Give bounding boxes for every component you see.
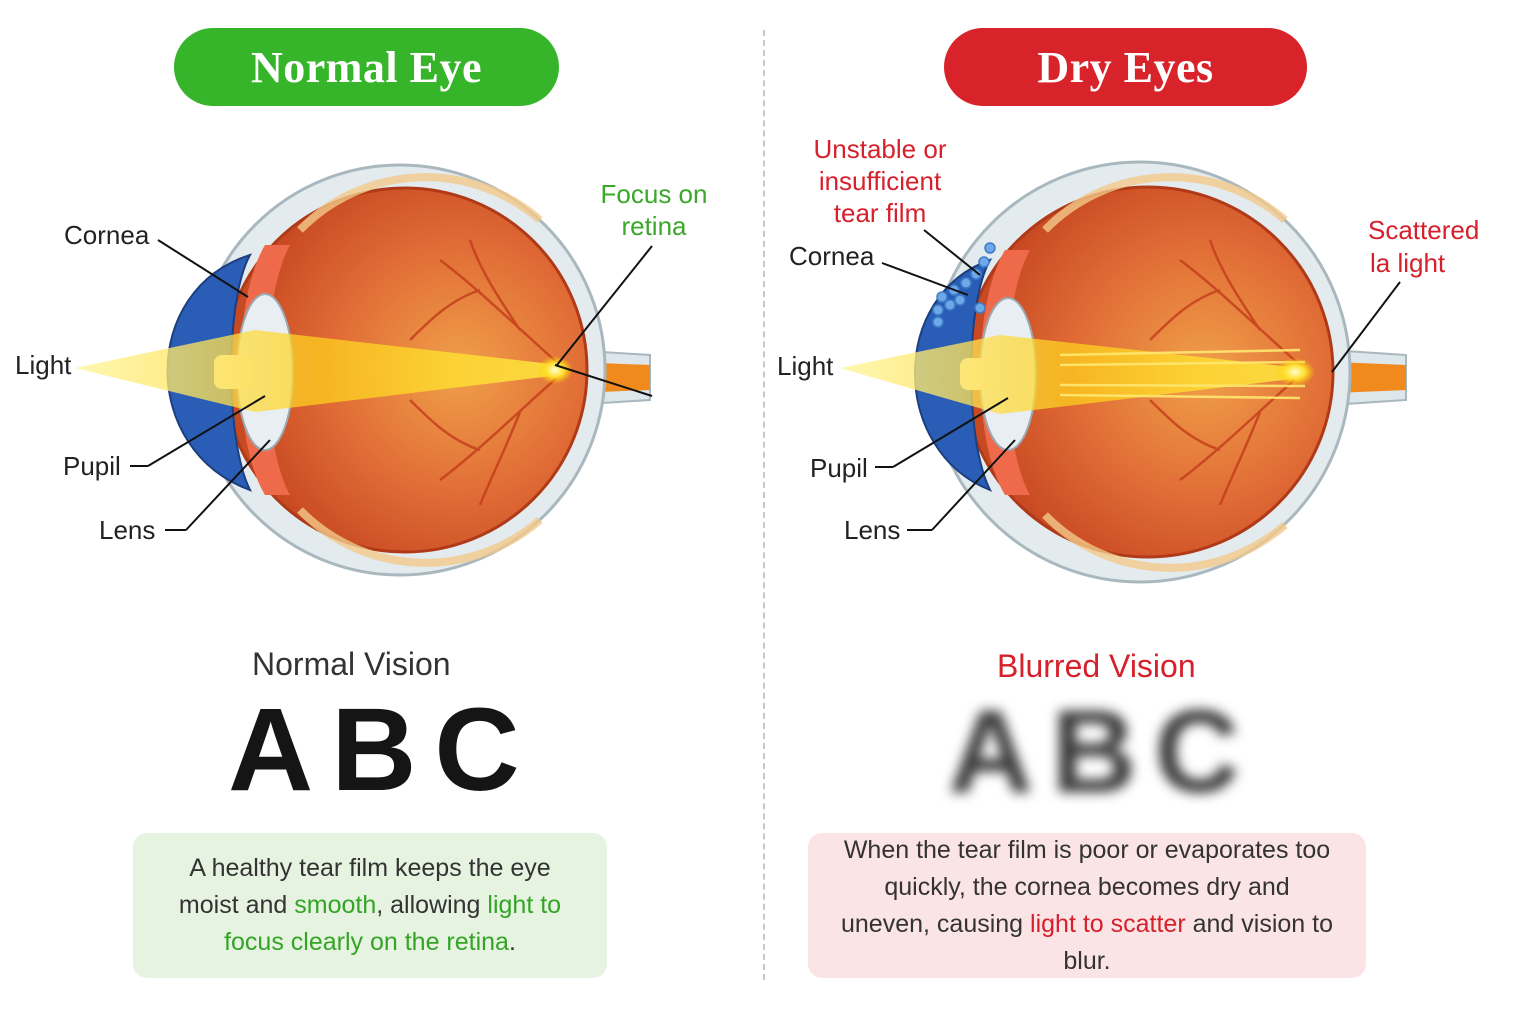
scattered-light-label: Scattered <box>1368 215 1480 245</box>
normal-eye-caption: A healthy tear film keeps the eye moist … <box>133 833 607 978</box>
cornea-label: Cornea <box>64 220 150 250</box>
scattered-light-sublabel: la light <box>1370 248 1446 278</box>
caption-highlight-scatter: light to scatter <box>1030 909 1186 938</box>
caption-highlight-focus: light to focus clearly on the retina <box>224 891 562 956</box>
lens-label: Lens <box>99 515 156 545</box>
caption-text: A healthy tear film keeps the eye moist … <box>178 854 551 919</box>
blurred-vision-title: Blurred Vision <box>997 648 1196 684</box>
normal-vision-title: Normal Vision <box>252 646 451 682</box>
normal-vision-letters: ABC <box>228 684 538 816</box>
caption-text: When the tear film is poor or evaporates… <box>841 835 1331 938</box>
pupil-label-dry: Pupil <box>810 453 868 483</box>
focus-on-retina-label: Focus on retina <box>600 179 708 241</box>
light-label: Light <box>15 350 72 380</box>
caption-highlight-smooth: smooth <box>294 891 377 919</box>
dry-eye-caption: When the tear film is poor or evaporates… <box>808 833 1366 978</box>
cornea-label-dry: Cornea <box>789 241 875 271</box>
pupil-label: Pupil <box>63 451 121 481</box>
dry-eye-diagram <box>840 160 1407 584</box>
light-label-dry: Light <box>777 351 834 381</box>
normal-eye-title: Normal Eye <box>174 28 559 106</box>
lens-label-dry: Lens <box>844 515 901 545</box>
dry-eyes-title: Dry Eyes <box>944 28 1307 106</box>
normal-eye-diagram <box>75 163 653 577</box>
caption-text: . <box>508 928 516 956</box>
caption-text: , allowing <box>376 891 488 919</box>
caption-text: and vision to blur. <box>1063 909 1333 975</box>
tear-film-label: Unstable or insufficient tear film <box>813 134 947 228</box>
center-divider <box>763 30 765 980</box>
blurred-vision-letters: ABC <box>948 686 1258 818</box>
